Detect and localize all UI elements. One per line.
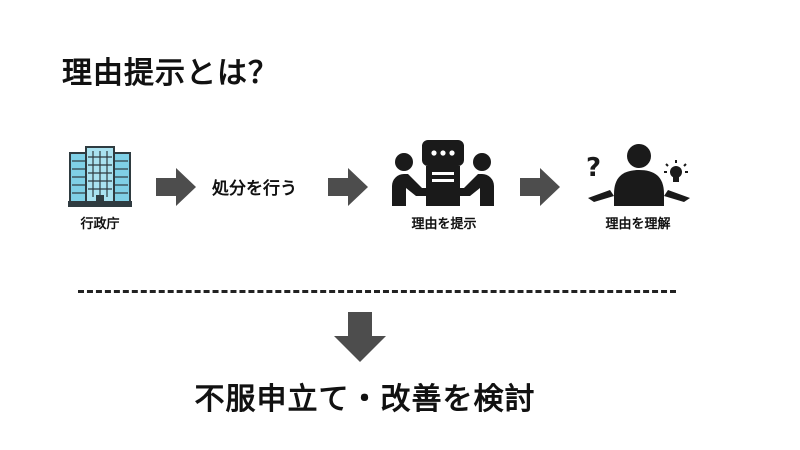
conclusion-text: 不服申立て・改善を検討 bbox=[194, 382, 536, 417]
discussion-meeting-icon bbox=[392, 140, 494, 206]
right-arrow-icon bbox=[156, 168, 196, 206]
right-arrow-icon bbox=[520, 168, 560, 206]
person-question-idea-icon: ? bbox=[586, 144, 690, 206]
svg-text:?: ? bbox=[586, 153, 601, 183]
step-label-present-reason: 理由を提示 bbox=[411, 217, 477, 232]
step-label-understand-reason: 理由を理解 bbox=[605, 217, 671, 232]
down-arrow-icon bbox=[334, 312, 386, 362]
office-building-icon bbox=[68, 146, 132, 207]
page-title: 理由提示とは？ bbox=[62, 56, 279, 91]
step-label-agency: 行政庁 bbox=[80, 217, 120, 232]
dashed-divider bbox=[78, 290, 676, 293]
action-label: 処分を行う bbox=[212, 179, 297, 199]
right-arrow-icon bbox=[328, 168, 368, 206]
